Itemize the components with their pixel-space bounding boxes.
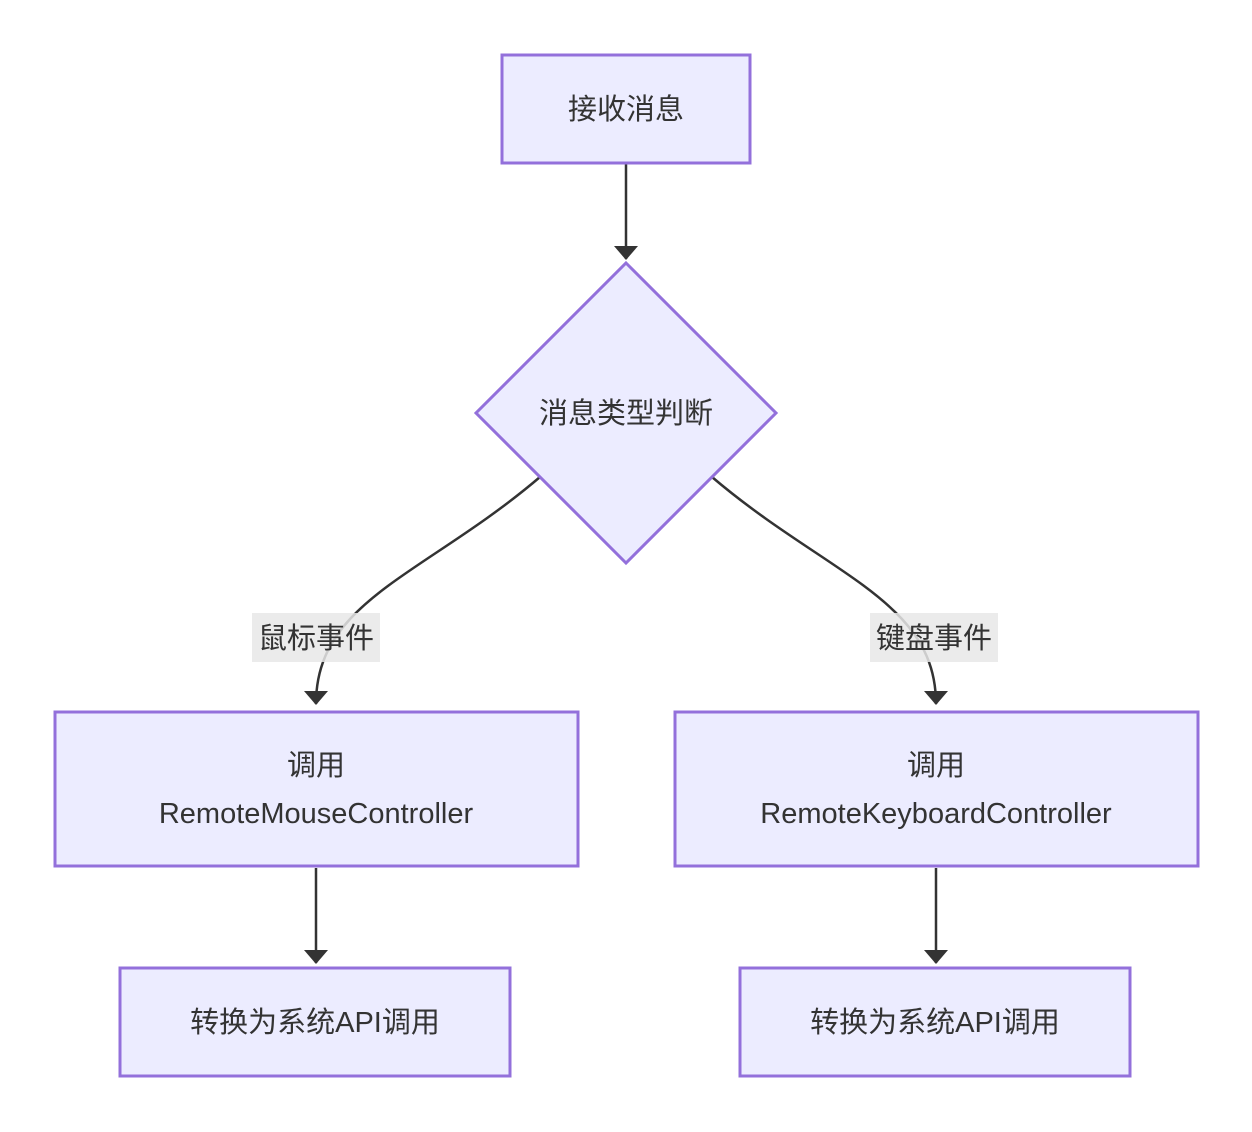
node-keyboard-to-system-api-label: 转换为系统API调用: [810, 1006, 1060, 1039]
node-call-remote-keyboard-controller: 调用 RemoteKeyboardController: [673, 710, 1200, 868]
node-call-remote-mouse-controller-label-line2: RemoteMouseController: [159, 798, 474, 830]
node-receive-message: 接收消息: [500, 53, 752, 165]
node-call-remote-mouse-controller-box: [53, 710, 580, 868]
node-mouse-to-system-api: 转换为系统API调用: [118, 966, 512, 1078]
edge-label-mouse-event-text: 鼠标事件: [258, 622, 374, 655]
node-message-type-decision-label: 消息类型判断: [539, 397, 713, 430]
node-call-remote-mouse-controller-label-line1: 调用: [287, 750, 345, 782]
node-mouse-to-system-api-label: 转换为系统API调用: [190, 1006, 440, 1039]
node-receive-message-label: 接收消息: [568, 93, 684, 126]
node-call-remote-keyboard-controller-label-line1: 调用: [907, 750, 965, 782]
edge-label-mouse-event-bg: [252, 613, 380, 662]
node-receive-message-box: [500, 53, 752, 165]
node-keyboard-to-system-api: 转换为系统API调用: [738, 966, 1132, 1078]
edge-label-keyboard-event: 键盘事件: [870, 613, 998, 662]
node-mouse-to-system-api-box: [118, 966, 512, 1078]
node-keyboard-to-system-api-box: [738, 966, 1132, 1078]
node-call-remote-keyboard-controller-label-line2: RemoteKeyboardController: [760, 798, 1112, 830]
edge-decision-to-mouse-controller: [304, 476, 541, 705]
node-message-type-decision: 消息类型判断: [473, 260, 779, 566]
edge-label-mouse-event: 鼠标事件: [252, 613, 380, 662]
node-call-remote-keyboard-controller-box: [673, 710, 1200, 868]
edge-decision-to-keyboard-controller: [711, 476, 948, 705]
edge-label-keyboard-event-text: 键盘事件: [876, 622, 992, 655]
edge-label-keyboard-event-bg: [870, 613, 998, 662]
node-message-type-decision-diamond: [473, 260, 779, 566]
node-call-remote-mouse-controller: 调用 RemoteMouseController: [53, 710, 580, 868]
